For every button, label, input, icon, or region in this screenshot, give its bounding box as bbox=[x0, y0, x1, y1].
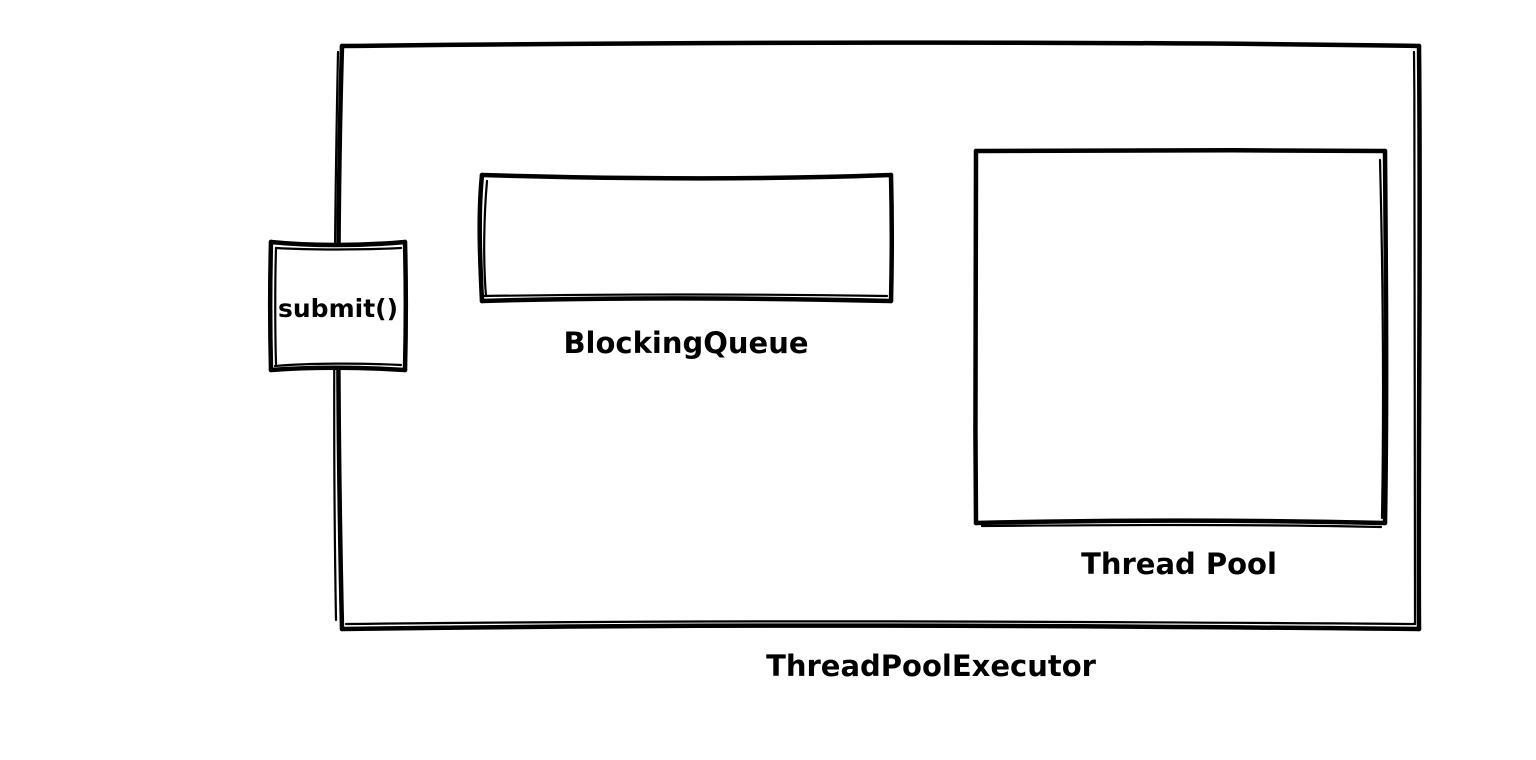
executor-label: ThreadPoolExecutor bbox=[766, 649, 1097, 683]
submit-box bbox=[268, 239, 408, 373]
blocking-queue-label: BlockingQueue bbox=[563, 326, 808, 360]
thread-pool-label: Thread Pool bbox=[1081, 547, 1277, 581]
submit-label: submit() bbox=[278, 294, 398, 323]
thread-pool-box bbox=[973, 148, 1389, 529]
blocking-queue-box bbox=[477, 172, 894, 304]
executor-box bbox=[333, 40, 1422, 632]
